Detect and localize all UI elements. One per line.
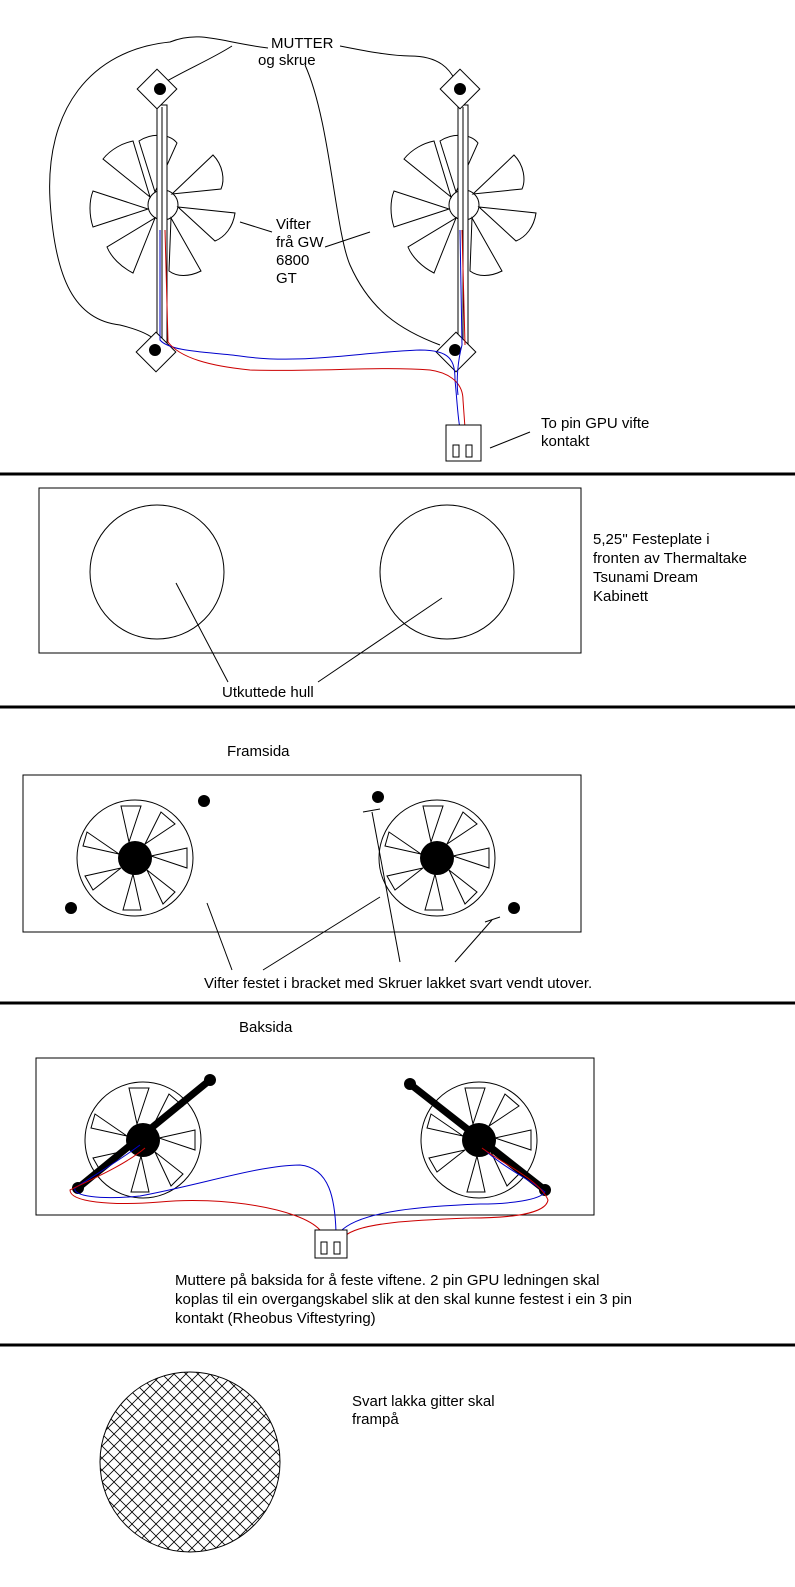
section-front-side <box>22 774 582 971</box>
screw-icon <box>65 902 77 914</box>
connector-label-line2: kontakt <box>541 433 590 450</box>
cutout-hole-right <box>379 504 515 640</box>
nut-bar-right <box>406 1080 549 1194</box>
screw-icon <box>508 902 520 914</box>
fan-label-line2: frå GW <box>276 234 324 251</box>
back-caption-line3: kontakt (Rheobus Viftestyring) <box>175 1310 376 1327</box>
nut-right-top <box>454 83 466 95</box>
plate-label-line1: 5,25'' Festeplate i <box>593 531 710 548</box>
section-fan-assembly <box>49 36 537 462</box>
grill-caption-line2: frampå <box>352 1411 399 1428</box>
fan-label-line3: 6800 <box>276 252 310 269</box>
screw-icon <box>372 791 384 803</box>
connector-label-line1: To pin GPU vifte <box>541 415 650 432</box>
holes-label: Utkuttede hull <box>222 684 314 701</box>
nut-label-line1: MUTTER <box>271 35 334 52</box>
plate-label-line4: Kabinett <box>593 588 649 605</box>
back-side-title: Baksida <box>239 1019 293 1036</box>
back-caption-line2: koplas til ein overgangskabel slik at de… <box>175 1291 632 1308</box>
front-fan-left-icon <box>76 799 194 917</box>
nut-label-line2: og skrue <box>258 52 316 69</box>
section-back-side <box>35 1057 595 1259</box>
gpu-fan-connector <box>445 424 482 462</box>
section-mounting-plate <box>38 487 582 683</box>
wire-red <box>164 229 466 429</box>
nut-right-bottom <box>449 344 461 356</box>
plate-label-line3: Tsunami Dream <box>593 569 699 586</box>
fan-label-line4: GT <box>276 270 297 287</box>
front-fan-right-icon <box>378 799 496 917</box>
nut-left-bottom <box>149 344 161 356</box>
grill-icon <box>99 1371 281 1553</box>
grill-caption-line1: Svart lakka gitter skal <box>352 1393 495 1410</box>
plate-label-line2: fronten av Thermaltake <box>593 550 747 567</box>
wire-blue <box>159 230 461 429</box>
nut-left-top <box>154 83 166 95</box>
back-connector <box>314 1229 348 1259</box>
back-caption-line1: Muttere på baksida for å feste viftene. … <box>175 1272 600 1289</box>
section-grill <box>99 1371 281 1553</box>
cutout-hole-left <box>89 504 225 640</box>
front-side-title: Framsida <box>227 743 290 760</box>
nut-bar-left <box>74 1076 214 1192</box>
front-side-caption: Vifter festet i bracket med Skruer lakke… <box>204 975 593 992</box>
fan-label-line1: Vifter <box>276 216 311 233</box>
screw-icon <box>198 795 210 807</box>
